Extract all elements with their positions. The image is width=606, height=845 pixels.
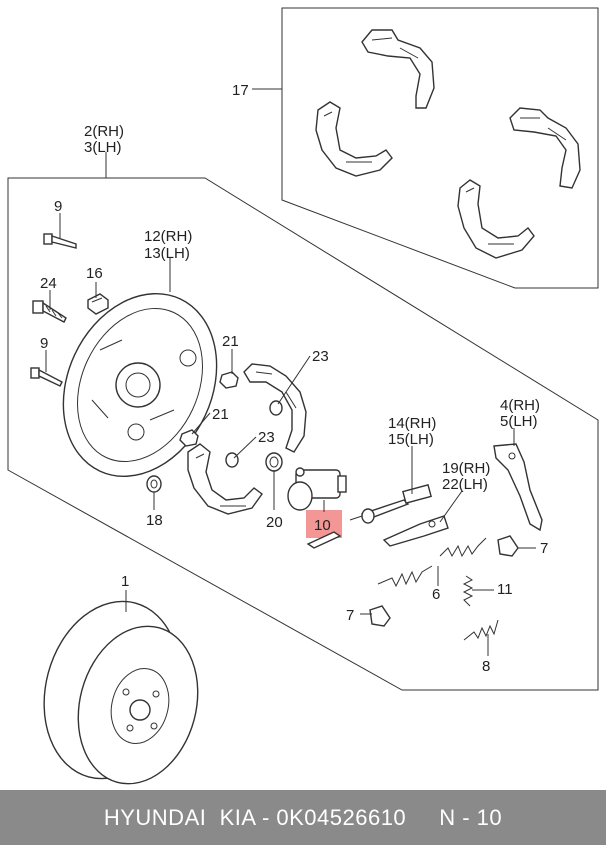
footer-part-number: HYUNDAI KIA - 0K04526610 N - 10 bbox=[103, 804, 503, 830]
label-23-upper: 23 bbox=[312, 348, 329, 365]
label-16: 16 bbox=[86, 265, 103, 282]
assembly-frame bbox=[7, 177, 599, 691]
backing-plate bbox=[62, 292, 218, 478]
label-4: 4(RH) bbox=[500, 397, 540, 414]
spring-11 bbox=[462, 575, 474, 607]
label-14: 14(RH) bbox=[388, 415, 436, 432]
label-18: 18 bbox=[146, 512, 163, 529]
label-9-lower: 9 bbox=[40, 335, 48, 352]
label-21-lower: 21 bbox=[212, 406, 229, 423]
bolt-9-lower bbox=[30, 367, 63, 387]
label-10: 10 bbox=[314, 517, 331, 534]
label-7-upper: 7 bbox=[540, 540, 548, 557]
clip-7-upper bbox=[497, 535, 519, 557]
label-12: 12(RH) bbox=[144, 228, 192, 245]
bolt-24 bbox=[32, 300, 67, 323]
label-19: 19(RH) bbox=[442, 460, 490, 477]
label-3: 3(LH) bbox=[84, 139, 122, 156]
label-2: 2(RH) bbox=[84, 123, 124, 140]
label-7-lower: 7 bbox=[346, 607, 354, 624]
part-labels: 17 2(RH) 3(LH) 9 12(RH) 13(LH) 24 16 9 2… bbox=[40, 82, 548, 675]
label-20: 20 bbox=[266, 514, 283, 531]
nut-21-lower bbox=[179, 429, 199, 447]
plate-10 bbox=[306, 531, 342, 549]
label-6: 6 bbox=[432, 586, 440, 603]
brake-shoe-lower bbox=[187, 443, 263, 515]
lever-19 bbox=[382, 515, 449, 547]
nut-21-upper bbox=[219, 371, 239, 389]
shoe-set-frame bbox=[281, 7, 599, 289]
adjuster-14 bbox=[349, 483, 432, 524]
label-5: 5(LH) bbox=[500, 413, 538, 430]
brake-drum-1 bbox=[43, 600, 199, 785]
label-22: 22(LH) bbox=[442, 476, 488, 493]
leader-lines bbox=[45, 88, 536, 656]
label-23-lower: 23 bbox=[258, 429, 275, 446]
clip-7-lower bbox=[369, 605, 391, 627]
brake-parts-diagram: 17 2(RH) 3(LH) 9 12(RH) 13(LH) 24 16 9 2… bbox=[7, 7, 599, 785]
label-1: 1 bbox=[121, 573, 129, 590]
parking-lever-4 bbox=[493, 443, 543, 532]
label-15: 15(LH) bbox=[388, 431, 434, 448]
label-8: 8 bbox=[482, 658, 490, 675]
label-24: 24 bbox=[40, 275, 57, 292]
bolt-9-upper bbox=[43, 233, 77, 249]
washer-18 bbox=[146, 475, 162, 493]
brake-shoe-set-17 bbox=[315, 29, 581, 259]
label-17: 17 bbox=[232, 82, 249, 99]
footer-bar: HYUNDAI KIA - 0K04526610 N - 10 bbox=[0, 790, 606, 845]
seal-20 bbox=[265, 452, 283, 472]
washer-23-lower bbox=[225, 452, 239, 468]
label-21-upper: 21 bbox=[222, 333, 239, 350]
washer-23-upper bbox=[269, 400, 283, 416]
spring-6-upper bbox=[439, 537, 487, 558]
label-11: 11 bbox=[497, 581, 513, 598]
spring-8 bbox=[463, 619, 499, 641]
wheel-cylinder-10 bbox=[287, 467, 347, 511]
label-9-upper: 9 bbox=[54, 198, 62, 215]
spring-6-lower bbox=[377, 565, 433, 588]
label-13: 13(LH) bbox=[144, 245, 190, 262]
clip-16 bbox=[87, 293, 109, 315]
